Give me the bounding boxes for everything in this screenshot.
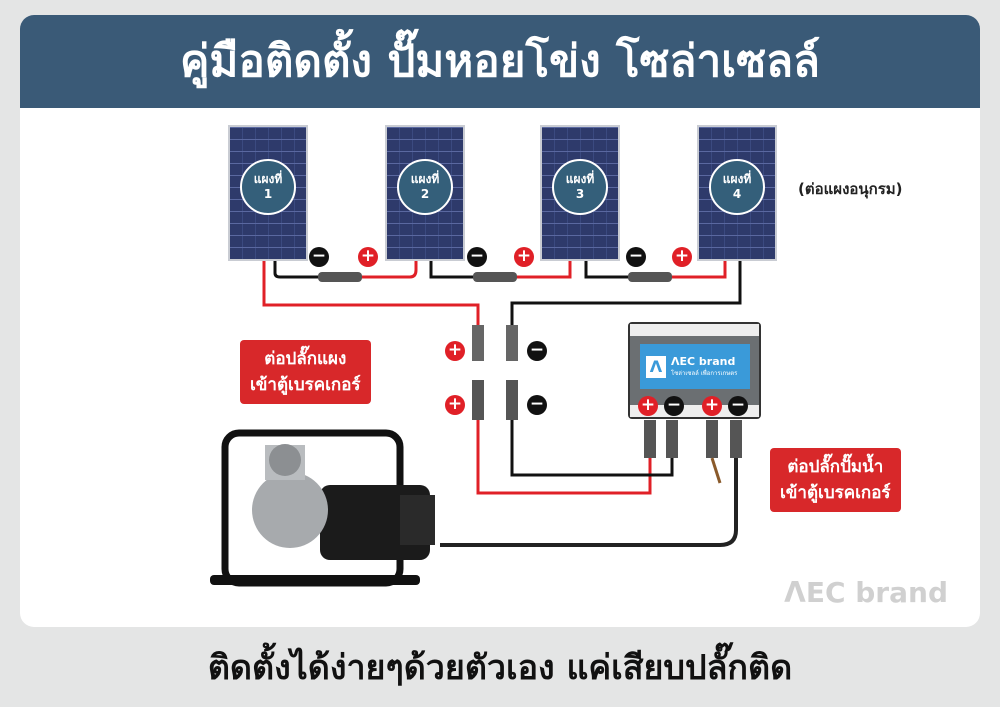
wire-red — [476, 420, 652, 495]
plus-icon: + — [672, 247, 692, 267]
brand-logo-icon: Λ — [646, 355, 666, 378]
wire-red — [360, 260, 418, 279]
wire-red — [262, 260, 480, 325]
plus-icon: + — [702, 396, 722, 416]
wire-black — [510, 420, 674, 477]
minus-icon: − — [527, 395, 547, 415]
solar-panel-4: แผงที่4 — [697, 125, 777, 261]
panel-number: 2 — [420, 187, 430, 201]
minus-icon: − — [728, 396, 748, 416]
panel-label: แผงที่ — [565, 172, 595, 186]
plus-icon: + — [445, 395, 465, 415]
plug-minus — [506, 325, 518, 361]
mc4-connector — [473, 272, 517, 282]
callout-line: เข้าตู้เบรคเกอร์ — [250, 375, 361, 395]
plus-icon: + — [445, 341, 465, 361]
callout-panel-plug: ต่อปลั๊กแผง เข้าตู้เบรคเกอร์ — [240, 340, 371, 404]
page-title: คู่มือติดตั้ง ปั๊มหอยโข่ง โซล่าเซลล์ — [20, 15, 980, 108]
wire-black — [429, 260, 475, 279]
callout-line: ต่อปลั๊กปั๊มน้ำ — [787, 457, 884, 477]
socket-minus — [506, 380, 518, 420]
water-pump-illustration — [210, 429, 435, 587]
minus-icon: − — [664, 396, 684, 416]
panel-number: 4 — [732, 187, 742, 201]
solar-panel-1: แผงที่1 — [228, 125, 308, 261]
panel-number: 3 — [575, 187, 585, 201]
panel-label: แผงที่ — [722, 172, 752, 186]
minus-icon: − — [626, 247, 646, 267]
series-note: (ต่อแผงอนุกรม) — [798, 180, 903, 198]
brand-subtitle: โซล่าเซลล์ เพื่อการเกษตร — [671, 370, 738, 377]
mc4-connector — [318, 272, 362, 282]
footer-tagline: ติดตั้งได้ง่ายๆด้วยตัวเอง แค่เสียบปลั๊กต… — [207, 648, 793, 688]
wire-black — [273, 260, 320, 279]
brand-name: ΛEC brand — [671, 355, 736, 368]
wire-red — [670, 260, 727, 279]
wire-pump — [440, 458, 738, 547]
wire-pump — [710, 457, 722, 484]
socket-plus — [472, 380, 484, 420]
minus-icon: − — [527, 341, 547, 361]
watermark: ΛEC brand — [784, 576, 948, 609]
minus-icon: − — [467, 247, 487, 267]
minus-icon: − — [309, 247, 329, 267]
wire-red — [515, 260, 572, 279]
wire-black — [510, 260, 742, 325]
callout-line: เข้าตู้เบรคเกอร์ — [780, 483, 891, 503]
breaker-box: Λ ΛEC brand โซล่าเซลล์ เพื่อการเกษตร + −… — [628, 322, 761, 419]
plus-icon: + — [514, 247, 534, 267]
mc4-connector — [628, 272, 672, 282]
wiring-diagram — [210, 260, 742, 587]
wire-black — [584, 260, 630, 279]
plug-plus — [472, 325, 484, 361]
solar-panel-2: แผงที่2 — [385, 125, 465, 261]
plus-icon: + — [638, 396, 658, 416]
panel-label: แผงที่ — [253, 172, 283, 186]
panel-number: 1 — [263, 187, 273, 201]
panel-label: แผงที่ — [410, 172, 440, 186]
infographic-card: คู่มือติดตั้ง ปั๊มหอยโข่ง โซล่าเซลล์ แผง… — [20, 15, 980, 627]
callout-pump-plug: ต่อปลั๊กปั๊มน้ำ เข้าตู้เบรคเกอร์ — [770, 448, 901, 512]
callout-line: ต่อปลั๊กแผง — [264, 349, 347, 369]
solar-panel-3: แผงที่3 — [540, 125, 620, 261]
plus-icon: + — [358, 247, 378, 267]
